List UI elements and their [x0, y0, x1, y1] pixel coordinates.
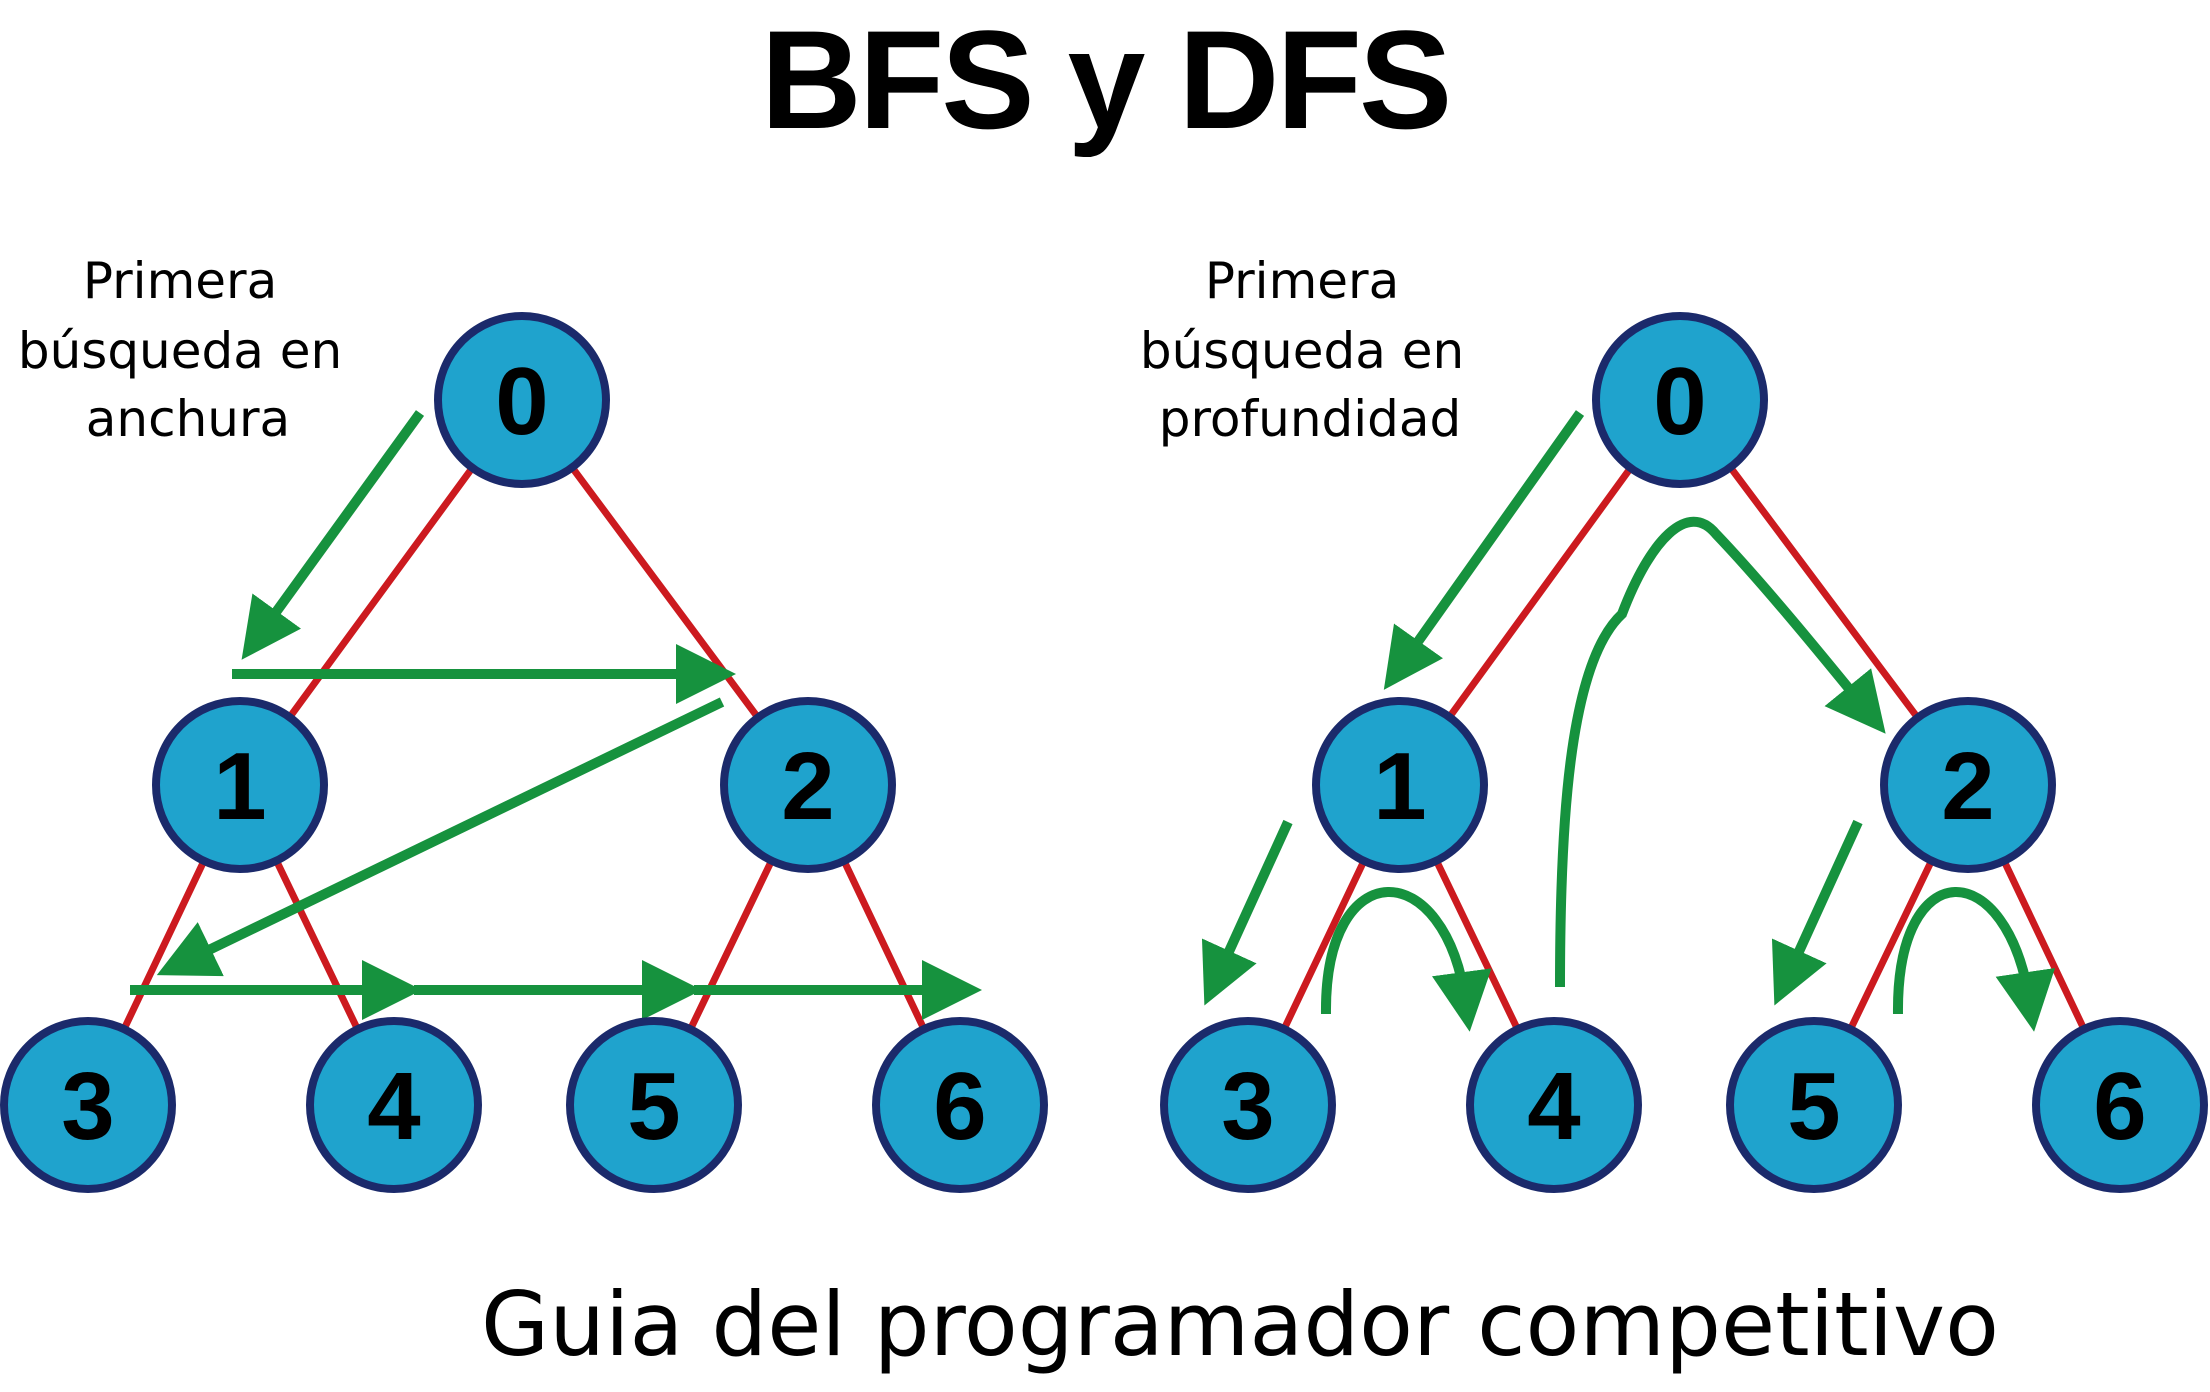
dfs-graph: Primera búsqueda en profundidad [1140, 252, 2208, 1193]
dfs-node-5: 5 [1726, 1017, 1902, 1193]
bfs-label: Primera búsqueda en anchura [18, 252, 358, 448]
bfs-traversal-arrows [130, 410, 982, 1020]
dfs-node-1: 1 [1312, 697, 1488, 873]
bfs-node-0: 0 [434, 312, 610, 488]
dfs-node-1-label: 1 [1373, 733, 1426, 840]
dfs-arrow-1-to-3 [1201, 819, 1293, 1006]
bfs-label-line-1: Primera [83, 252, 277, 310]
bfs-node-0-label: 0 [495, 348, 548, 455]
dfs-node-0-label: 0 [1653, 348, 1706, 455]
bfs-node-5-label: 5 [627, 1053, 680, 1160]
dfs-node-0: 0 [1592, 312, 1768, 488]
dfs-arrow-0-to-1 [1383, 410, 1585, 690]
bfs-label-line-2: búsqueda en [18, 322, 342, 380]
dfs-node-2: 2 [1880, 697, 2056, 873]
bfs-arrow-0-to-1 [241, 410, 425, 660]
bfs-node-4-label: 4 [367, 1053, 420, 1160]
bfs-node-2-label: 2 [781, 733, 834, 840]
dfs-arrow-4-to-2 [1555, 516, 1886, 988]
dfs-node-4: 4 [1466, 1017, 1642, 1193]
dfs-node-6: 6 [2032, 1017, 2208, 1193]
dfs-node-4-label: 4 [1527, 1053, 1580, 1160]
bfs-node-6-label: 6 [933, 1053, 986, 1160]
bfs-node-1-label: 1 [213, 733, 266, 840]
dfs-label-line-3: profundidad [1159, 390, 1462, 448]
bfs-nodes: 0 1 2 3 4 5 6 [0, 312, 1048, 1193]
dfs-node-3: 3 [1160, 1017, 1336, 1193]
page-subtitle: Guia del programador competitivo [481, 1273, 1999, 1376]
dfs-nodes: 0 1 2 3 4 5 6 [1160, 312, 2208, 1193]
bfs-node-5: 5 [566, 1017, 742, 1193]
dfs-node-2-label: 2 [1941, 733, 1994, 840]
dfs-arrow-5-to-6 [1892, 887, 2056, 1032]
dfs-label-line-1: Primera [1205, 252, 1399, 310]
dfs-arrow-3-to-4 [1320, 887, 1492, 1032]
dfs-traversal-arrows [1201, 410, 2056, 1032]
bfs-label-line-3: anchura [86, 390, 290, 448]
bfs-node-2: 2 [720, 697, 896, 873]
bfs-node-6: 6 [872, 1017, 1048, 1193]
dfs-label: Primera búsqueda en profundidad [1140, 252, 1480, 448]
dfs-arrow-2-to-5 [1771, 819, 1863, 1006]
dfs-node-6-label: 6 [2093, 1053, 2146, 1160]
bfs-node-3-label: 3 [61, 1053, 114, 1160]
dfs-node-5-label: 5 [1787, 1053, 1840, 1160]
page-title: BFS y DFS [760, 1, 1453, 158]
bfs-node-4: 4 [306, 1017, 482, 1193]
bfs-graph: Primera búsqueda en anchura 0 [0, 252, 1048, 1193]
bfs-node-1: 1 [152, 697, 328, 873]
dfs-label-line-2: búsqueda en [1140, 322, 1464, 380]
bfs-arrow-2-to-3 [156, 697, 725, 977]
bfs-node-3: 3 [0, 1017, 176, 1193]
dfs-node-3-label: 3 [1221, 1053, 1274, 1160]
